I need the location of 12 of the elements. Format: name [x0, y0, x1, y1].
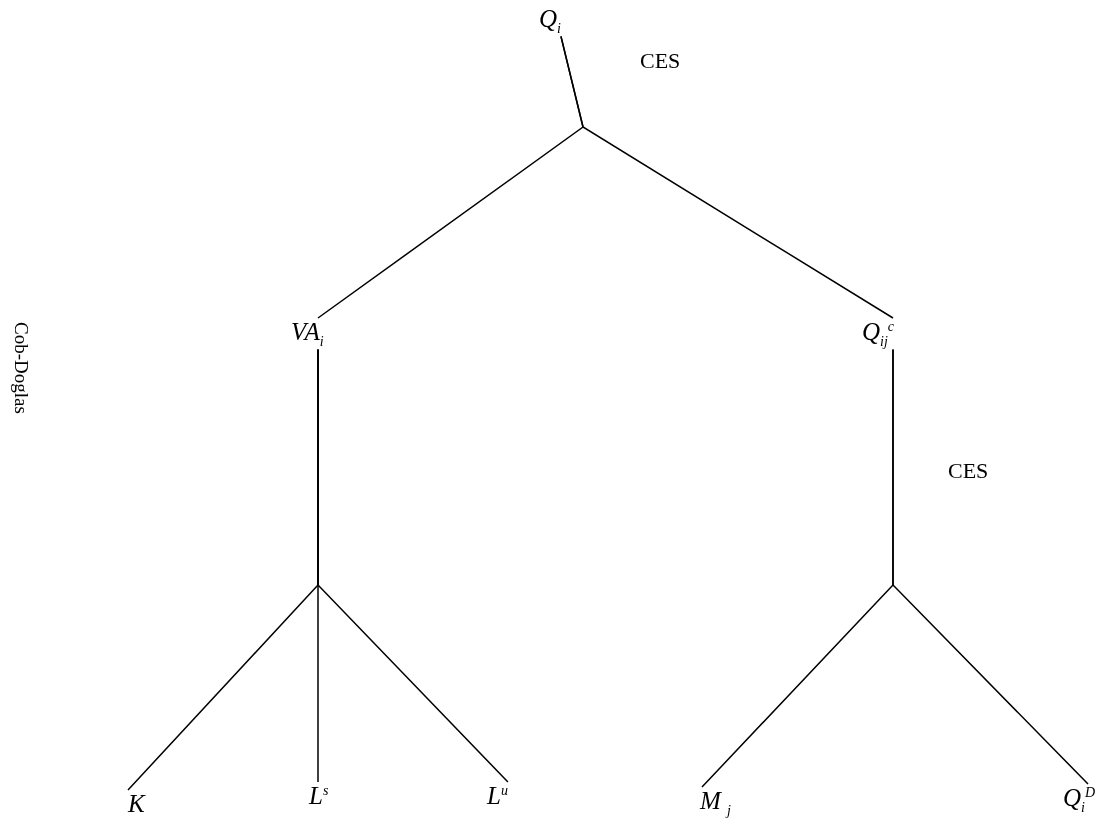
variable-label: L$^{u}$ — [487, 782, 508, 810]
connector-line — [317, 348, 509, 783]
function-type-label: CES — [948, 458, 989, 484]
function-type-label: CES — [640, 48, 681, 74]
connector-line — [560, 35, 894, 319]
variable-label: Q$_{i}$ — [539, 5, 561, 37]
variable-label: L$^{s}$ — [309, 782, 329, 810]
function-type-label: Cob-Doglas — [10, 322, 32, 414]
connector-line — [892, 348, 1089, 785]
variable-label: K — [128, 790, 145, 818]
variable-label: M $_{j}$ — [700, 787, 731, 819]
variable-label: VA$_{i}$ — [291, 318, 324, 350]
